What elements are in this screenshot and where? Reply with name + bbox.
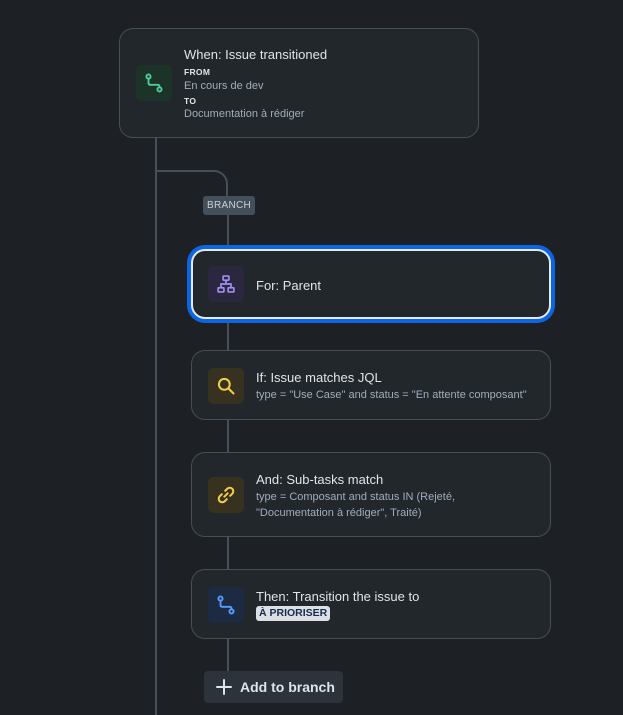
condition-icon-box xyxy=(208,368,244,404)
trigger-card[interactable]: When: Issue transitioned FROM En cours d… xyxy=(119,28,479,138)
trigger-from-label: FROM xyxy=(184,67,211,77)
transition-icon xyxy=(217,595,235,615)
trigger-to-value: Documentation à rédiger xyxy=(184,108,305,120)
search-icon xyxy=(217,377,235,395)
branch-connector-curve xyxy=(200,170,228,198)
branch-tag: BRANCH xyxy=(203,196,256,215)
trigger-title: When: Issue transitioned xyxy=(184,47,328,62)
add-to-branch-label: Add to branch xyxy=(240,679,335,695)
branch-icon-box xyxy=(208,266,244,302)
branch-for-card[interactable]: For: Parent xyxy=(191,249,551,319)
subtasks-detail-line1: type = Composant and status IN (Rejeté, xyxy=(256,491,456,503)
branch-for-title: For: Parent xyxy=(256,278,322,293)
transition-icon xyxy=(145,73,163,93)
subtasks-icon-box xyxy=(208,477,244,513)
trigger-icon-box xyxy=(136,65,172,101)
subtasks-title: And: Sub-tasks match xyxy=(256,472,384,487)
add-to-branch-button[interactable]: Add to branch xyxy=(204,671,343,703)
plus-icon xyxy=(216,679,232,695)
main-connector-line xyxy=(155,137,157,715)
condition-title: If: Issue matches JQL xyxy=(256,370,382,385)
action-title: Then: Transition the issue to xyxy=(256,589,420,604)
transition-action-card[interactable]: Then: Transition the issue to xyxy=(191,569,551,639)
trigger-from-value: En cours de dev xyxy=(184,80,264,92)
status-lozenge: À PRIORISER xyxy=(256,606,331,621)
condition-detail: type = "Use Case" and status = "En atten… xyxy=(256,389,527,401)
branch-connector-horizontal xyxy=(155,170,215,172)
link-icon xyxy=(217,486,235,504)
action-icon-box xyxy=(208,587,244,623)
trigger-to-label: TO xyxy=(184,96,197,106)
subtasks-detail-line2: "Documentation à rédiger", Traité) xyxy=(256,507,422,519)
hierarchy-icon xyxy=(217,275,235,293)
jql-condition-card[interactable]: If: Issue matches JQL type = "Use Case" … xyxy=(191,350,551,420)
branch-connector-vertical xyxy=(227,196,229,672)
subtasks-condition-card[interactable]: And: Sub-tasks match type = Composant an… xyxy=(191,452,551,537)
